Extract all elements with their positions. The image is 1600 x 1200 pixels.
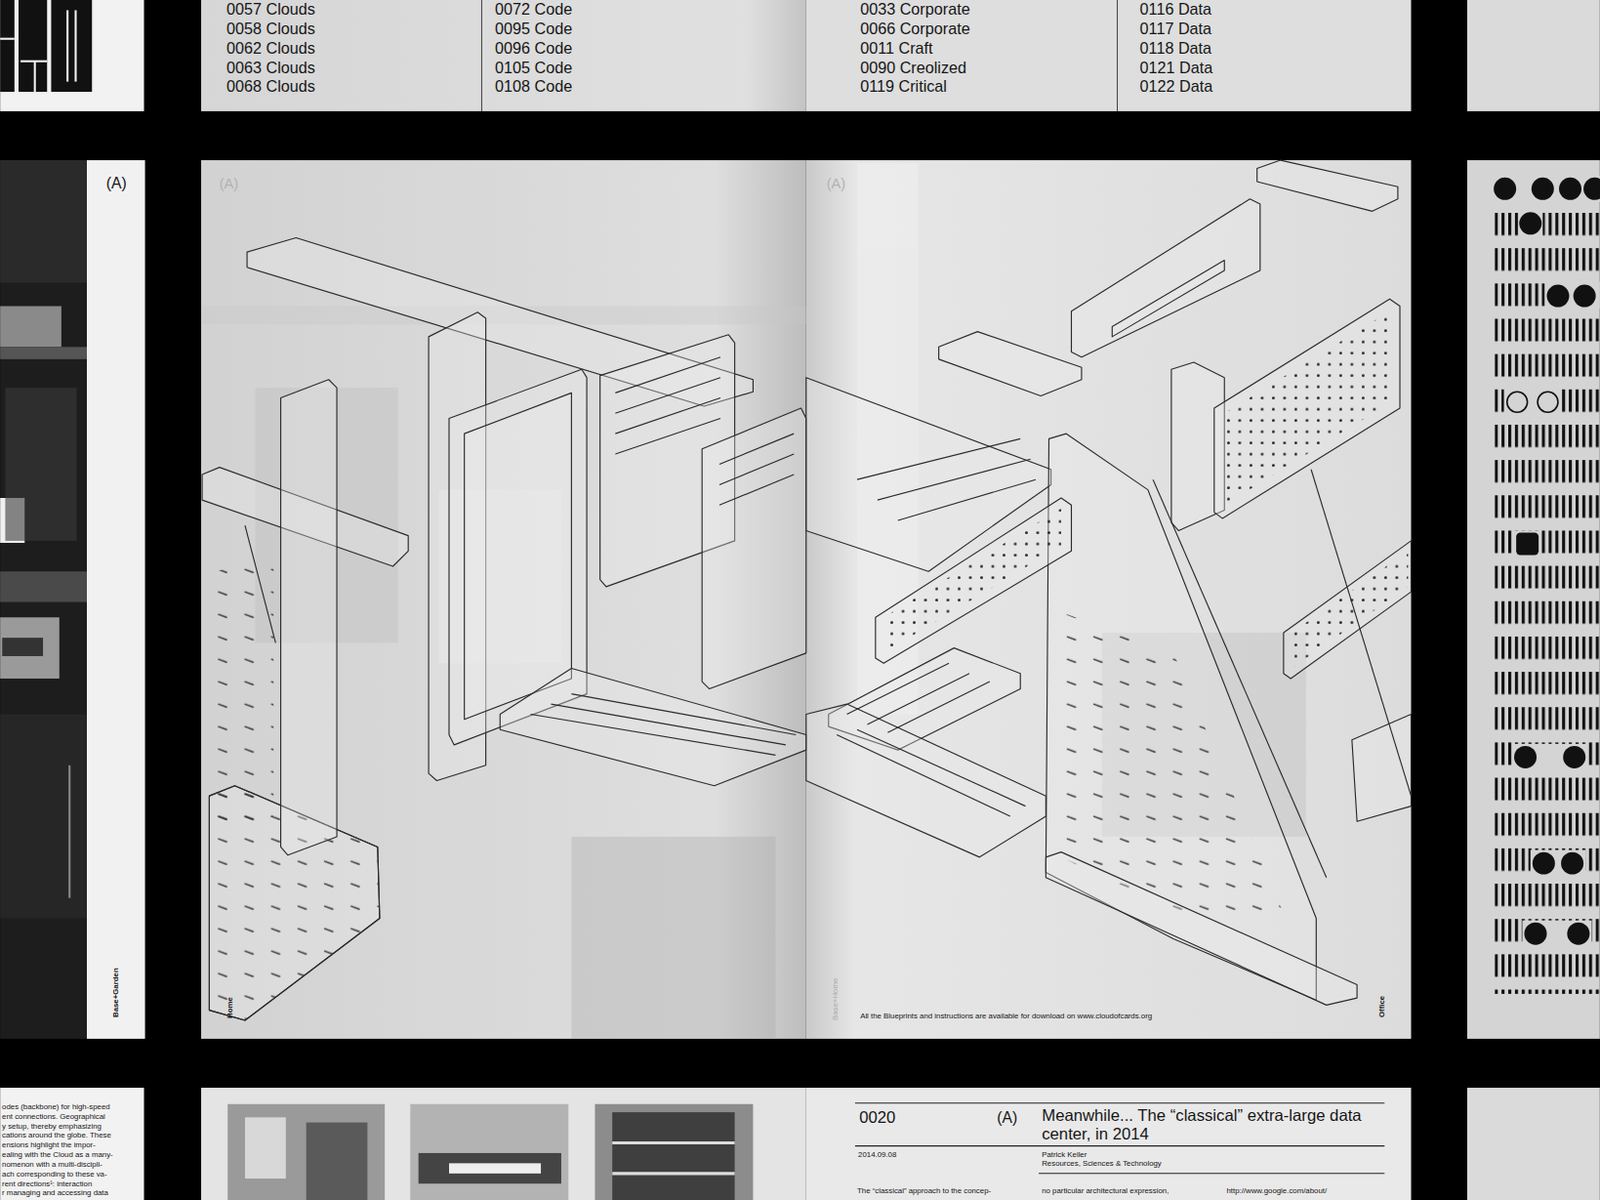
category: Resources, Sciences & Technology [1041,1158,1162,1168]
body-text: cations around the globe. These [1,1130,112,1140]
body-text: odes (backbone) for high-speed [1,1102,111,1111]
section-mark: (A) [106,174,127,193]
index-entry: 0068 Clouds [226,77,316,96]
section-mark: (A) [826,175,847,193]
index-entry: 0095 Code [494,19,573,39]
index-entry: 0116 Data [1140,0,1213,19]
article-number: 0020 [859,1107,896,1127]
body-text: y setup, thereby emphasizing [1,1121,102,1131]
index-entry: 0057 Clouds [226,0,316,19]
body-text: rent directions¹: interaction [1,1179,92,1189]
index-entry: 0096 Code [494,39,573,58]
article-title: Meanwhile... The “classical” extra-large… [1041,1107,1409,1145]
folio-label: Home [225,996,235,1019]
index-entry: 0105 Code [494,58,573,78]
author: Patrick Keller [1041,1149,1087,1159]
index-entry: 0058 Clouds [226,19,316,39]
body-text: http://www.google.com/about/ [1226,1186,1327,1195]
footnote: All the Blueprints and instructions are … [860,1011,1152,1021]
body-text: ealing with the Cloud as a many- [1,1149,114,1159]
index-entry: 0072 Code [494,0,573,19]
body-text: no particular architectural expression, [1041,1186,1169,1195]
index-entry: 0090 Creolized [860,58,967,78]
body-text: ach corresponding to these va- [1,1169,107,1179]
index-entry: 0118 Data [1140,39,1213,58]
index-entry: 0117 Data [1140,19,1213,39]
index-entry: 0121 Data [1140,58,1214,78]
index-entry: 0063 Clouds [226,58,316,78]
body-text: r managing and accessing data [1,1188,109,1197]
body-text: ensions highlight the impor- [1,1140,96,1149]
date: 2014.09.08 [858,1149,897,1159]
index-entry: 0108 Code [494,77,573,96]
index-entry: 0033 Corporate [860,0,971,19]
section-mark: (A) [996,1108,1018,1127]
body-text: ent connections. Geographical [1,1111,106,1121]
index-entry: 0122 Data [1140,77,1214,96]
body-text: The “classical” approach to the concep- [857,1186,991,1195]
folio-label: Office [1377,995,1387,1018]
folio-label: Base+Home [830,978,840,1021]
index-entry: 0119 Critical [860,77,947,96]
folio-label: Base+Garden [111,967,121,1018]
section-mark: (A) [219,175,240,193]
body-text: nomenon with a multi-discipli- [1,1159,103,1169]
index-entry: 0011 Craft [860,39,933,58]
index-entry: 0066 Corporate [860,19,971,39]
index-entry: 0062 Clouds [226,39,316,58]
